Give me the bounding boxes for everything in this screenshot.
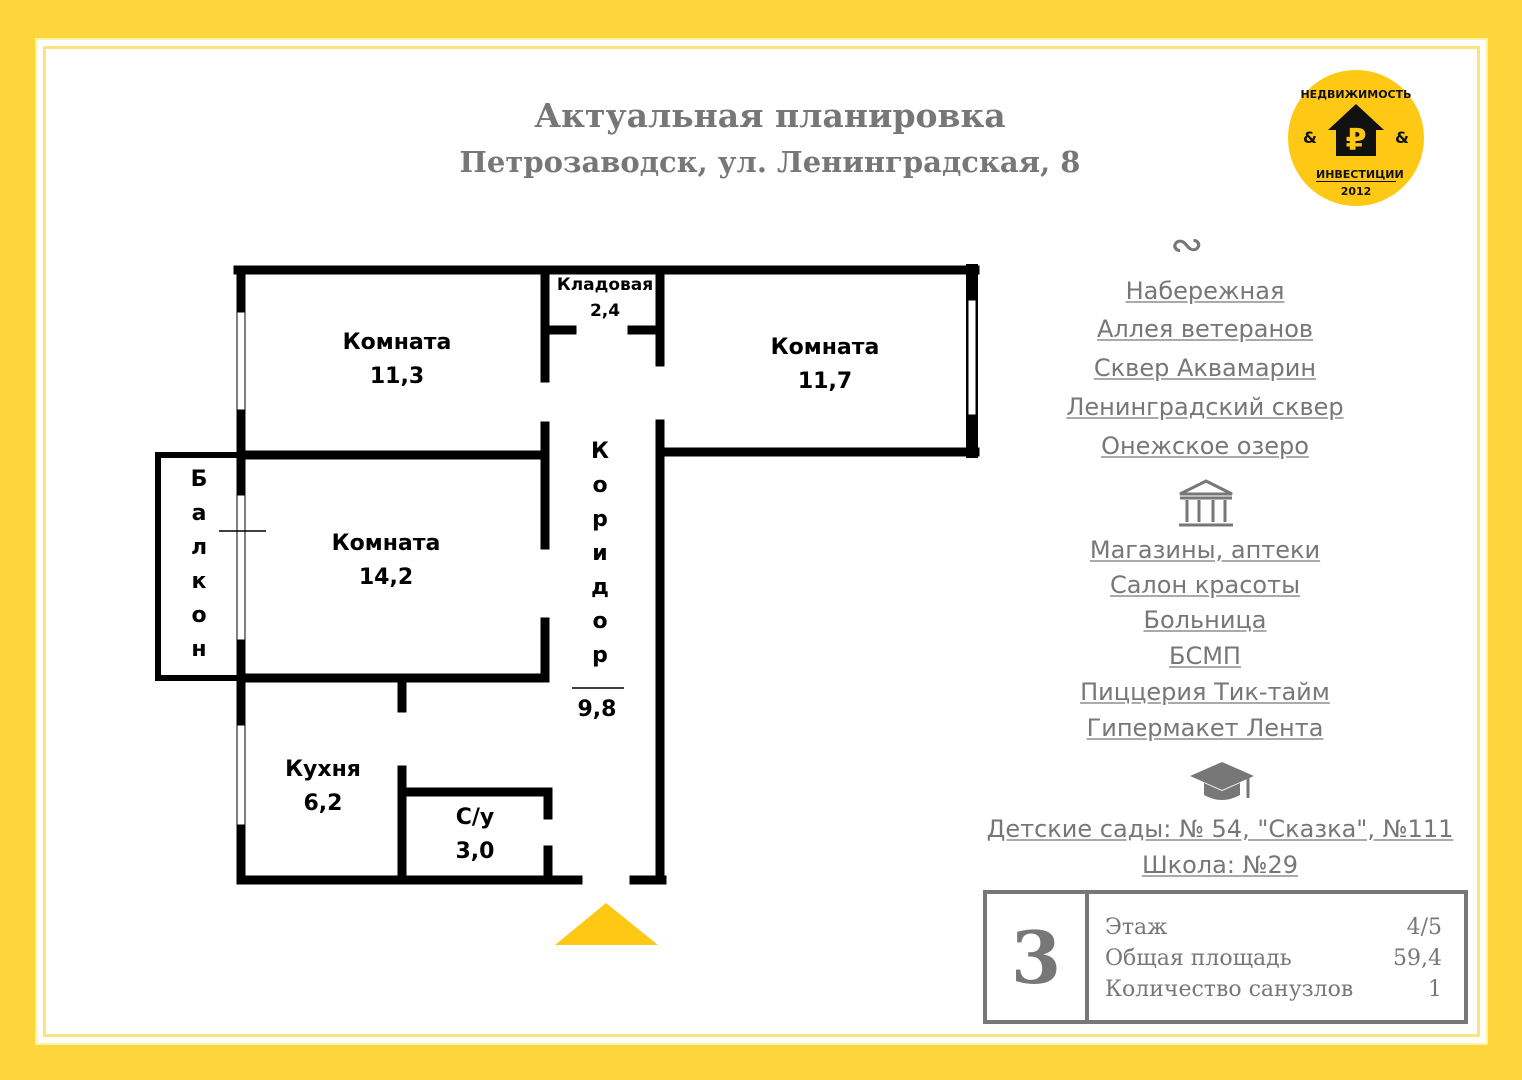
poi-item: Онежское озеро bbox=[1101, 432, 1309, 460]
graduation-cap-icon bbox=[1190, 762, 1254, 800]
address: Петрозаводск, ул. Ленинградская, 8 bbox=[459, 145, 1081, 179]
logo-year: 2012 bbox=[1340, 185, 1372, 198]
house-ruble-icon: ₽ bbox=[1328, 104, 1384, 158]
logo-amp: & bbox=[1395, 128, 1409, 147]
poi-item: Детские сады: № 54, "Сказка", №111 bbox=[986, 815, 1454, 843]
wave-leaf-icon: ∾ bbox=[1170, 222, 1204, 268]
entrance-arrow-icon bbox=[555, 903, 658, 945]
poi-item: Магазины, аптеки bbox=[1089, 536, 1321, 564]
building-columns-icon bbox=[1179, 479, 1233, 527]
poi-item: Салон красоты bbox=[1109, 571, 1301, 599]
logo-bottom-text: ИНВЕСТИЦИИ bbox=[1316, 168, 1404, 182]
corridor-area: 9,8 bbox=[577, 697, 617, 722]
poi-item: Гипермакет Лента bbox=[1086, 714, 1324, 742]
logo-top-text: НЕДВИЖИМОСТЬ bbox=[1300, 88, 1412, 101]
poi-item: Набережная bbox=[1125, 277, 1285, 305]
poi-item: Пиццерия Тик-тайм bbox=[1080, 678, 1330, 706]
logo-amp: & bbox=[1303, 128, 1317, 147]
panel-border bbox=[43, 46, 1480, 1037]
poi-item: Сквер Аквамарин bbox=[1093, 354, 1317, 382]
poi-item: Школа: №29 bbox=[1141, 851, 1299, 879]
svg-text:₽: ₽ bbox=[1346, 123, 1367, 158]
poi-item: Аллея ветеранов bbox=[1096, 315, 1314, 343]
company-logo: НЕДВИЖИМОСТЬ & & ₽ ИНВЕСТИЦИИ 2012 bbox=[1288, 70, 1424, 206]
rooms-count: 3 bbox=[987, 894, 1089, 1020]
poi-item: Больница bbox=[1143, 606, 1267, 634]
page-title: Актуальная планировка bbox=[534, 96, 1006, 135]
floor-plan bbox=[155, 264, 980, 945]
poi-item: БСМП bbox=[1169, 642, 1241, 670]
poi-item: Ленинградский сквер bbox=[1066, 393, 1344, 421]
